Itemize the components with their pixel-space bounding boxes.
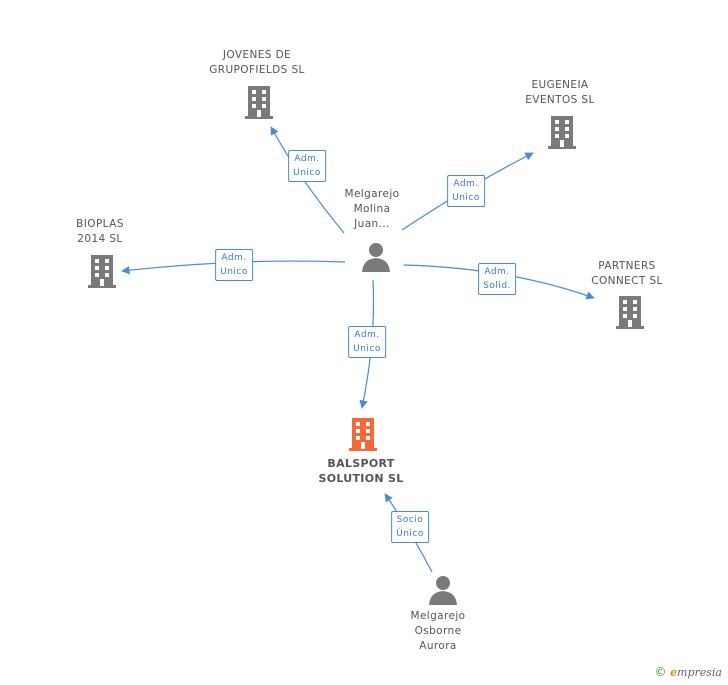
label-line: Molina (353, 203, 391, 215)
relation-badge-bioplas[interactable]: Adm. Unico (215, 249, 253, 281)
relation-badge-balsport[interactable]: Adm. Unico (348, 326, 386, 358)
company-partners-label[interactable]: PARTNERS CONNECT SL (591, 259, 663, 289)
relation-line: Adm. (294, 154, 320, 164)
company-jovenes-label[interactable]: JOVENES DE GRUPOFIELDS SL (209, 48, 305, 78)
label-line: GRUPOFIELDS SL (209, 64, 305, 76)
brand-initial: e (670, 666, 678, 679)
label-line: BALSPORT (327, 457, 395, 470)
building-icon[interactable] (546, 114, 578, 150)
building-icon[interactable] (614, 294, 646, 330)
building-icon[interactable] (243, 84, 275, 120)
label-line: Juan... (354, 218, 390, 230)
person-aurora-label[interactable]: Melgarejo Osborne Aurora (410, 609, 465, 654)
label-line: JOVENES DE (222, 49, 292, 61)
label-line: SOLUTION SL (318, 472, 404, 485)
building-main-icon[interactable] (347, 416, 379, 452)
building-icon[interactable] (86, 253, 118, 289)
label-line: CONNECT SL (591, 275, 663, 287)
relation-line: Socio (396, 515, 424, 525)
relation-badge-aurora[interactable]: Socio Único (391, 511, 429, 543)
label-line: EUGENEIA (531, 79, 589, 91)
relation-line: Unico (293, 168, 321, 178)
relation-badge-eugeneia[interactable]: Adm. Unico (447, 175, 485, 207)
relation-line: Adm. (221, 253, 247, 263)
relation-line: Unico (353, 344, 381, 354)
relation-badge-partners[interactable]: Adm. Solid. (478, 263, 516, 295)
relation-line: Unico (452, 193, 480, 203)
brand-name: mpresia (677, 666, 722, 679)
company-bioplas-label[interactable]: BIOPLAS 2014 SL (76, 217, 124, 247)
company-balsport-label[interactable]: BALSPORT SOLUTION SL (318, 456, 403, 486)
label-line: Melgarejo (344, 188, 400, 200)
brand-watermark[interactable]: © empresia (655, 665, 722, 679)
person-juan-label[interactable]: Melgarejo Molina Juan... (344, 187, 399, 232)
relation-line: Adm. (484, 267, 510, 277)
label-line: Melgarejo (410, 610, 466, 622)
relation-badge-jovenes[interactable]: Adm. Unico (288, 150, 326, 182)
company-eugeneia-label[interactable]: EUGENEIA EVENTOS SL (525, 78, 595, 108)
relation-line: Adm. (354, 330, 380, 340)
copyright-icon: © (654, 665, 667, 679)
relation-line: Adm. (453, 179, 479, 189)
relation-line: Único (396, 529, 424, 539)
label-line: Aurora (419, 640, 457, 652)
relation-line: Solid. (483, 281, 511, 291)
label-line: EVENTOS SL (525, 94, 595, 106)
label-line: Osborne (414, 625, 462, 637)
label-line: PARTNERS (598, 260, 656, 272)
person-icon[interactable] (360, 241, 392, 273)
label-line: 2014 SL (77, 233, 123, 245)
relation-line: Unico (220, 267, 248, 277)
label-line: BIOPLAS (76, 218, 124, 230)
person-icon[interactable] (427, 574, 459, 606)
